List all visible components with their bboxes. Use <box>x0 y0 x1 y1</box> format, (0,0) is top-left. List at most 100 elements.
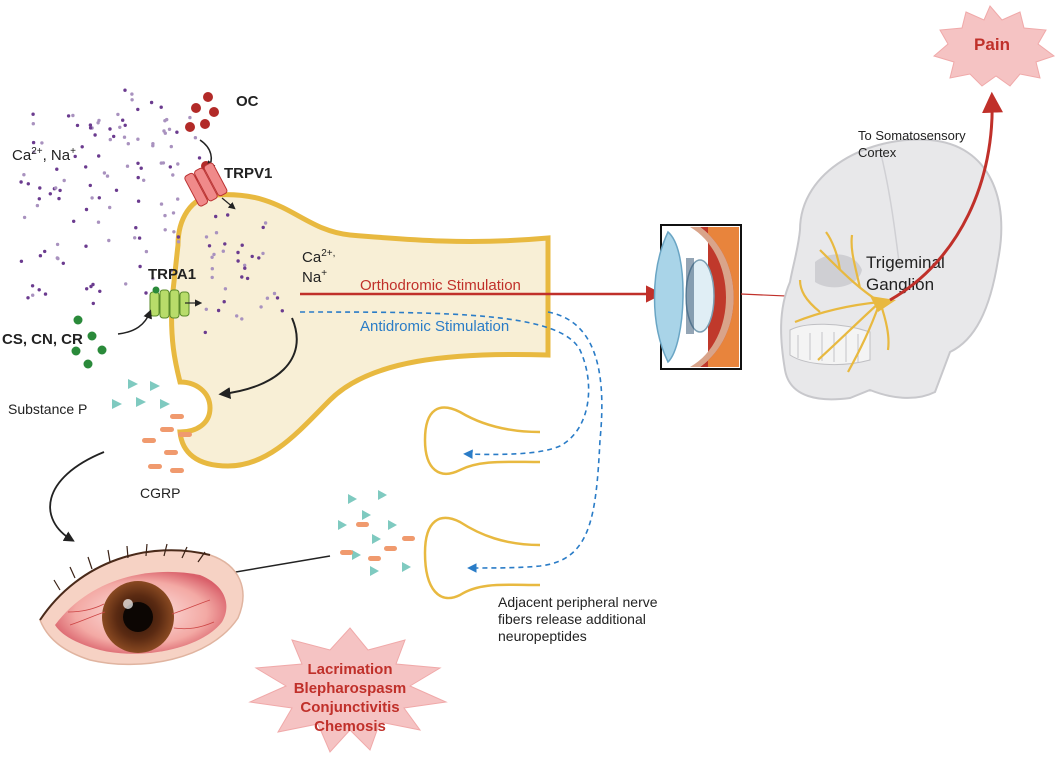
ion-dot <box>73 154 77 159</box>
trpv1-label: TRPV1 <box>224 165 272 182</box>
ion-dot <box>84 207 89 212</box>
ion-dot <box>57 196 61 201</box>
ion-dot <box>31 122 35 126</box>
ion-dot <box>30 284 35 288</box>
ion-dot <box>126 142 130 146</box>
ion-dot <box>96 220 101 224</box>
ion-dot <box>151 144 155 148</box>
ion-dot <box>134 226 138 230</box>
ion-dot <box>136 161 140 165</box>
ion-dot <box>19 259 24 263</box>
ion-dot <box>216 308 221 313</box>
substance-p-label: Substance P <box>8 401 87 417</box>
secondary-substance-p <box>338 490 411 576</box>
ion-dot <box>223 242 227 246</box>
ion-dot <box>22 215 27 220</box>
ion-dot <box>165 117 169 122</box>
symptom-chemosis: Chemosis <box>314 718 386 735</box>
ion-dot <box>54 186 58 190</box>
ion-dot <box>207 244 212 248</box>
adjacent-fibers-line-1: Adjacent peripheral nerve <box>498 594 658 610</box>
ion-dot <box>138 264 142 269</box>
ion-dot <box>107 238 111 243</box>
cgrp-molecules <box>142 414 192 473</box>
ion-dot <box>210 255 214 259</box>
symptom-conjunctivitis: Conjunctivitis <box>300 699 399 716</box>
symptoms-starburst <box>248 627 448 753</box>
ion-dot <box>98 289 102 293</box>
ion-dot <box>116 112 120 117</box>
adjacent-fibers-line-2: fibers release additional <box>498 611 646 627</box>
ion-dot <box>124 282 128 286</box>
oc-label: OC <box>236 93 259 110</box>
ion-dot <box>163 213 167 218</box>
ion-dot <box>26 182 30 186</box>
cgrp-label: CGRP <box>140 485 180 501</box>
ion-cloud <box>19 88 284 335</box>
ion-dot <box>31 293 35 297</box>
ion-dot <box>96 121 100 125</box>
ion-dot <box>259 305 263 309</box>
ion-dot <box>32 150 36 154</box>
ion-dot <box>137 236 142 240</box>
ion-dot <box>102 171 107 175</box>
orthodromic-label: Orthodromic Stimulation <box>360 277 521 294</box>
ion-dot <box>226 213 230 217</box>
ions-label-inner-na: Na+ <box>302 268 327 286</box>
ion-dot <box>243 263 247 267</box>
ion-dot <box>108 127 112 131</box>
ion-dot <box>31 112 35 116</box>
ion-dot <box>175 130 179 134</box>
ion-dot <box>257 256 261 260</box>
ion-dot <box>149 100 154 105</box>
ion-dot <box>250 254 254 259</box>
ion-dot <box>169 268 174 273</box>
ion-dot <box>214 231 219 235</box>
stimulants-label: CS, CN, CR <box>2 331 83 348</box>
ion-dot <box>188 115 192 120</box>
ion-dot <box>245 276 250 281</box>
ion-dot <box>114 188 119 192</box>
ion-dot <box>88 183 93 188</box>
ion-dot <box>19 180 23 184</box>
ion-dot <box>136 137 140 141</box>
ion-dot <box>55 256 59 260</box>
cortex-label-1: To Somatosensory <box>858 128 966 143</box>
ion-dot <box>142 178 146 182</box>
ion-dot <box>214 214 218 219</box>
ion-dot <box>84 244 88 248</box>
ion-dot <box>171 211 176 215</box>
ion-dot <box>261 251 265 256</box>
ion-dot <box>121 118 125 122</box>
substance-p-molecules <box>112 379 170 409</box>
ion-dot <box>159 161 163 165</box>
ion-dot <box>176 235 181 239</box>
ion-dot <box>43 292 48 296</box>
ion-dot <box>108 205 112 210</box>
ion-dot <box>223 287 228 291</box>
ion-dot <box>159 105 163 109</box>
ion-dot <box>136 107 140 112</box>
ion-dot <box>221 249 225 253</box>
ion-dot <box>204 235 209 239</box>
ion-dot <box>93 133 97 137</box>
ion-dot <box>22 173 26 177</box>
ion-dot <box>139 166 143 170</box>
ion-dot <box>26 296 30 300</box>
ion-dot <box>163 131 167 135</box>
trigeminal-label-2: Ganglion <box>866 275 934 294</box>
ion-dot <box>84 165 88 169</box>
ion-dot <box>144 291 148 295</box>
ion-dot <box>222 300 226 304</box>
ion-dot <box>37 197 41 201</box>
trpa1-label: TRPA1 <box>148 266 196 283</box>
ion-dot <box>85 287 89 291</box>
ion-dot <box>240 275 244 279</box>
antidromic-arrow <box>299 311 590 459</box>
ion-dot <box>203 330 207 335</box>
ion-dot <box>97 196 102 200</box>
ion-dot <box>151 276 155 281</box>
skull-illustration <box>780 138 1003 401</box>
eye-cross-section <box>653 224 742 370</box>
